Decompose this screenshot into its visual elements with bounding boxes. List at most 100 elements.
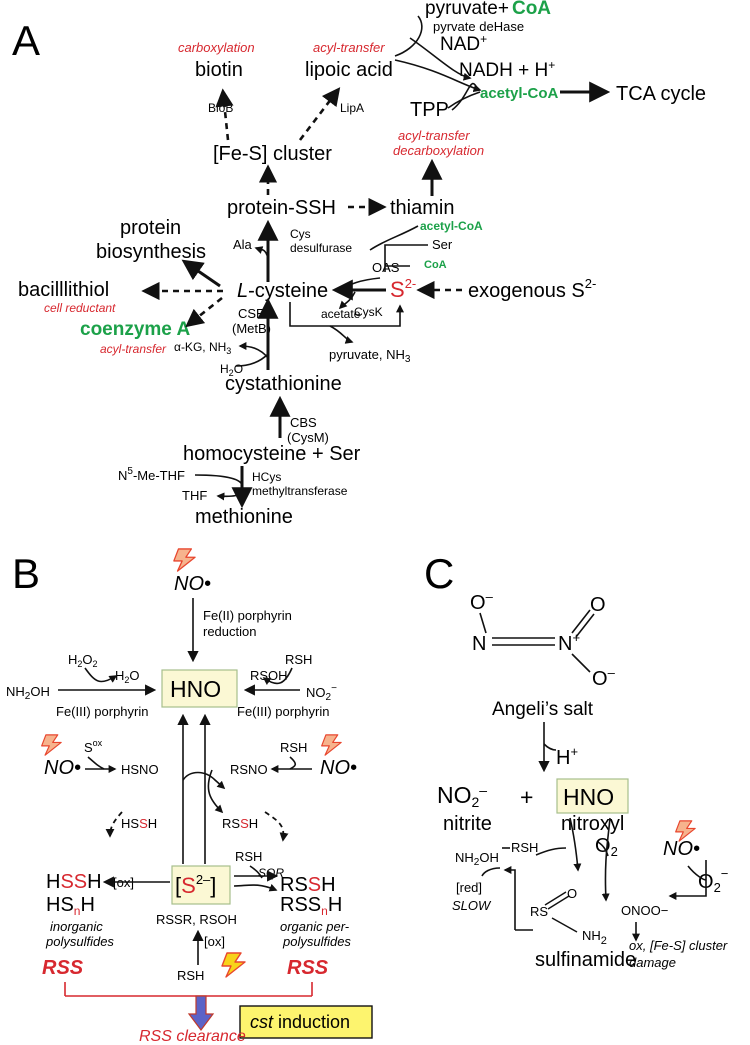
fe2-porphyrin-2: reduction	[203, 624, 256, 639]
lipa-label: LipA	[340, 101, 364, 115]
nh2oh-label-c: NH2OH	[455, 850, 499, 868]
protein-biosynthesis-2: biosynthesis	[96, 241, 206, 263]
hcys-label-1: HCys	[252, 470, 281, 484]
plus-sign: +	[520, 784, 533, 810]
rsoh-top-label: RSOH	[250, 668, 288, 683]
hssh-inorganic-label: HSSH	[46, 871, 102, 893]
pyruvate-coa-label: pyruvate+CoA	[425, 0, 551, 19]
coa-label: CoA	[424, 259, 447, 271]
rss-clearance-label: RSS clearance	[139, 1028, 246, 1045]
n5-me-thf-label: N5-Me-THF	[118, 466, 185, 483]
homocysteine-ser-label: homocysteine + Ser	[183, 443, 361, 465]
l-cysteine-label: L-cysteine	[237, 280, 328, 302]
panel-label-c: C	[424, 550, 454, 597]
radical-bolt-icon	[173, 548, 196, 572]
panel-b-arrows	[58, 598, 313, 1031]
superoxide-label: O2−	[698, 866, 728, 895]
sulfide-box	[171, 865, 231, 905]
fe3-porphyrin-right: Fe(III) porphyrin	[237, 704, 329, 719]
panel-a: A pyruvate+CoA pyrvate deHase NAD+ NADH …	[12, 0, 706, 528]
acetyl-coa-top: acetyl-CoA	[480, 85, 559, 102]
rsh-top-label: RSH	[285, 652, 312, 667]
hcys-label-2: methyltransferase	[252, 484, 348, 498]
onoo-label: ONOO−	[621, 903, 668, 918]
no-radical-right: NO•	[320, 757, 357, 779]
hno-box	[161, 669, 238, 708]
nitrite-label: nitrite	[443, 813, 492, 835]
acetyl-coa-mid: acetyl-CoA	[420, 219, 483, 233]
fe3-porphyrin-left: Fe(III) porphyrin	[56, 704, 148, 719]
decarboxylation-label: decarboxylation	[393, 143, 484, 158]
rsh-bottom-label: RSH	[177, 968, 204, 983]
cysm-label: (CysM)	[287, 430, 329, 445]
rssh-label: RSSH	[222, 816, 258, 831]
cst-induction-label: cst induction	[250, 1012, 350, 1032]
akg-label: α-KG, NH3	[174, 340, 231, 356]
cst-induction-box	[239, 1005, 373, 1039]
nitroxyl-label: nitroxyl	[561, 813, 624, 835]
h2o2-label: H2O2	[68, 652, 98, 669]
inorganic-label-2: polysulfides	[45, 934, 114, 949]
tpp-label: TPP	[410, 99, 449, 121]
n1-label: N	[472, 633, 486, 655]
o-double-label: O	[590, 594, 606, 616]
cse-label: CSE	[238, 306, 265, 321]
rsh-mid-label: RSH	[280, 740, 307, 755]
tca-cycle-label: TCA cycle	[616, 83, 706, 105]
cell-reductant-label: cell reductant	[44, 301, 116, 315]
pyruvate-dehase-label: pyrvate deHase	[433, 19, 524, 34]
panel-c-arrows	[481, 722, 707, 942]
no2-label-c: NO2–	[437, 782, 487, 810]
nad-label: NAD+	[440, 32, 487, 55]
lipoic-acid-label: lipoic acid	[305, 59, 393, 81]
ala-label: Ala	[233, 237, 253, 252]
cystathionine-label: cystathionine	[225, 373, 342, 395]
red-label: [red]	[456, 880, 482, 895]
rss-left-label: RSS	[42, 957, 84, 979]
carboxylation-label: carboxylation	[178, 40, 255, 55]
radical-bolt-left-icon	[41, 734, 62, 756]
biotin-label: biotin	[195, 59, 243, 81]
hno-box-c	[556, 778, 629, 814]
cbs-label: CBS	[290, 415, 317, 430]
ser-label-a: Ser	[432, 237, 453, 252]
hno-label-c: HNO	[563, 784, 614, 810]
sulfide-center-label: [S2–]	[175, 872, 216, 898]
nh2-label: NH2	[582, 928, 607, 947]
n2-label: N+	[558, 630, 580, 655]
rsh-label-c: RSH	[511, 840, 538, 855]
fe2-porphyrin-1: Fe(II) porphyrin	[203, 608, 292, 623]
panel-label-a: A	[12, 17, 40, 64]
organic-label-1: organic per-	[280, 919, 350, 934]
oas-label: OAS	[372, 260, 400, 275]
rssnh-label: RSSnH	[280, 894, 342, 918]
oxidation-bolt-icon	[221, 952, 246, 978]
no2-label-b: NO2−	[306, 683, 337, 703]
angelis-salt-bonds	[479, 609, 595, 673]
angelis-salt-label: Angeli’s salt	[492, 699, 594, 720]
o-sulfinamide-label: O	[567, 886, 577, 901]
sox-label: Sox	[84, 738, 103, 755]
panel-b: B NO• Fe(II) porphyrin reduction H2O2 H2…	[6, 548, 373, 1045]
biob-label: BioB	[208, 101, 233, 115]
cys-desulfurase-2: desulfurase	[290, 241, 352, 255]
h-plus-label: H+	[556, 744, 578, 769]
inorganic-label-1: inorganic	[50, 919, 103, 934]
bacillithiol-label: bacilllithiol	[18, 279, 109, 301]
o-minus-bottom-label: O–	[592, 665, 616, 690]
rssh-organic-label: RSSH	[280, 874, 336, 896]
h2o-label-b: H2O	[115, 668, 140, 685]
ox-label-2: [ox]	[204, 934, 225, 949]
panel-a-arrows	[141, 15, 611, 509]
o-minus-top-label: O–	[470, 589, 494, 614]
nadh-label: NADH + H+	[459, 58, 555, 81]
rsno-label: RSNO	[230, 762, 268, 777]
organic-label-2: polysulfides	[282, 934, 351, 949]
exogenous-sulfide-label: exogenous S2-	[468, 276, 596, 302]
rsh-sqr-label: RSH	[235, 849, 262, 864]
thf-label: THF	[182, 488, 207, 503]
hsnh-label: HSnH	[46, 894, 95, 918]
h2o-label-a: H2O	[220, 362, 243, 378]
slow-label: SLOW	[452, 898, 492, 913]
